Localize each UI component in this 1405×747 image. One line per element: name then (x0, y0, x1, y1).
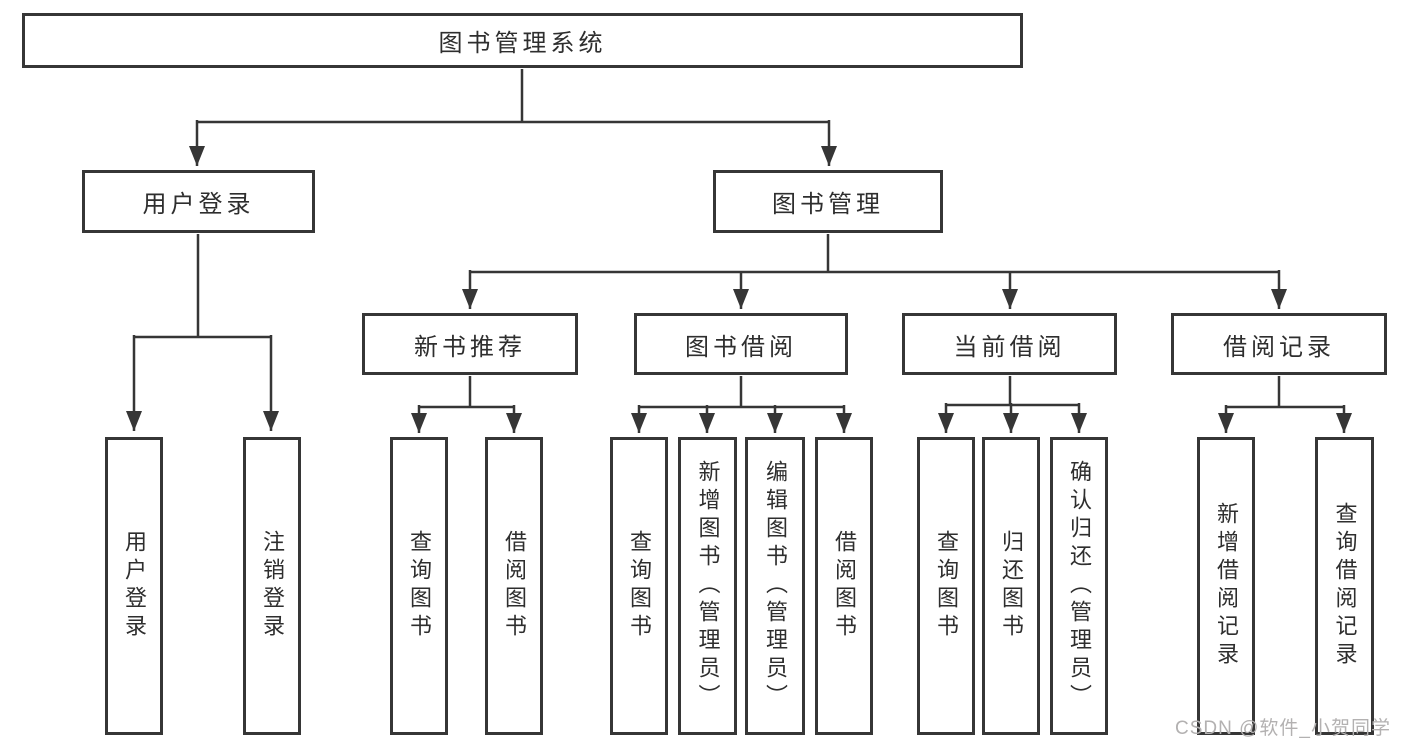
leaf-edit-books-admin: 编辑图书（管理员） (745, 437, 805, 735)
leaf-borrow-books: 借阅图书 (815, 437, 873, 735)
node-current-borrowing: 当前借阅 (902, 313, 1117, 375)
node-library-management-system: 图书管理系统 (22, 13, 1023, 68)
node-book-borrowing: 图书借阅 (634, 313, 848, 375)
leaf-query-books-recommend: 查询图书 (390, 437, 448, 735)
node-user-login: 用户登录 (82, 170, 315, 233)
node-book-management: 图书管理 (713, 170, 943, 233)
leaf-query-borrow-record: 查询借阅记录 (1315, 437, 1374, 735)
leaf-user-login: 用户登录 (105, 437, 163, 735)
csdn-watermark: CSDN @软件_小贺同学 (1175, 718, 1391, 739)
leaf-confirm-return-admin: 确认归还（管理员） (1050, 437, 1108, 735)
leaf-add-books-admin: 新增图书（管理员） (678, 437, 737, 735)
leaf-return-books: 归还图书 (982, 437, 1040, 735)
leaf-borrow-books-recommend: 借阅图书 (485, 437, 543, 735)
node-new-book-recommendation: 新书推荐 (362, 313, 578, 375)
leaf-add-borrow-record: 新增借阅记录 (1197, 437, 1255, 735)
node-borrowing-records: 借阅记录 (1171, 313, 1387, 375)
leaf-logout-login: 注销登录 (243, 437, 301, 735)
leaf-query-books-borrow: 查询图书 (610, 437, 668, 735)
leaf-query-books-current: 查询图书 (917, 437, 975, 735)
